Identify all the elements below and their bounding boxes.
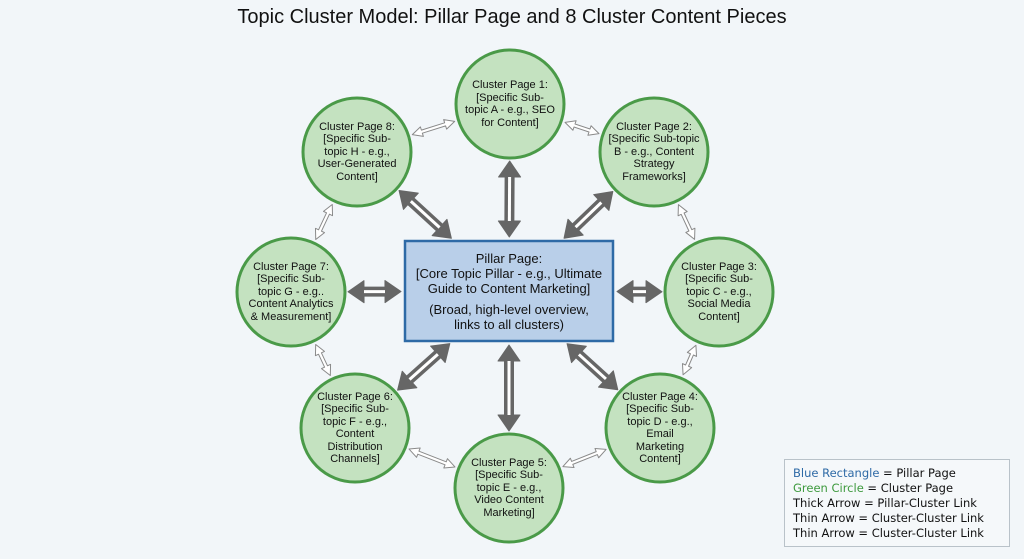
cluster-page-circle-3 [663,236,775,348]
pillar-note-line: (Broad, high-level overview, [429,301,589,317]
legend-key: Green Circle [793,481,864,495]
cluster-label-line: Social Media [687,298,751,311]
cluster-link-arrow-7-8 [314,203,334,241]
legend-value: = Pillar-Cluster Link [860,496,977,510]
pillar-label-line: Pillar Page: [475,250,543,266]
cluster-label-line: topic C - e.g., [686,285,752,298]
cluster-label-line: Cluster Page 6: [317,390,393,403]
cluster-page-label-8: Cluster Page 8:[Specific Sub-topic H - e… [305,102,409,202]
cluster-label-line: topic E - e.g., [476,481,542,494]
cluster-label-line: Cluster Page 8: [319,120,395,133]
pillar-link-arrow-8-inner [409,200,441,229]
cluster-label-line: topic A - e.g., SEO [465,104,555,116]
cluster-label-line: [Specific Sub-topic [608,133,700,146]
cluster-label-line: topic F - e.g., [322,415,388,428]
legend-value: = Cluster-Cluster Link [854,526,984,540]
legend-key: Thin Arrow [793,526,855,540]
legend-value: = Pillar Page [879,466,956,480]
pillar-page-label: Pillar Page:[Core Topic Pillar - e.g., U… [405,241,613,341]
cluster-label-line: Frameworks] [622,170,686,183]
cluster-label-line: topic G - e.g.. [257,285,325,298]
cluster-label-line: Marketing] [483,506,535,519]
cluster-label-line: Cluster Page 3: [681,260,757,273]
legend-item: Thin Arrow = Cluster-Cluster Link [793,511,1001,526]
cluster-link-arrow-6-7 [314,343,332,377]
cluster-link-arrow-4-5 [562,447,607,469]
cluster-page-circle-4 [604,372,716,484]
diagram-title: Topic Cluster Model: Pillar Page and 8 C… [237,6,787,28]
cluster-label-line: [Specific Sub- [475,469,543,482]
cluster-page-label-5: Cluster Page 5:[Specific Sub-topic E - e… [457,438,561,538]
cluster-page-circle-7 [235,236,347,348]
cluster-label-line: Content] [698,310,740,323]
cluster-link-arrow-5-6 [408,447,456,469]
cluster-label-line: Content Analytics [248,298,334,311]
cluster-label-line: Video Content [474,494,544,507]
legend-item: Thin Arrow = Cluster-Cluster Link [793,526,1001,541]
cluster-link-arrow-8-1 [411,119,456,137]
cluster-page-label-1: Cluster Page 1:[Specific Sub-topic A - e… [458,54,562,154]
cluster-label-line: Cluster Page 5: [471,456,547,469]
cluster-page-circle-8 [301,96,413,208]
links-layer [314,119,698,469]
cluster-label-line: topic D - e.g., [627,415,693,428]
legend-value: = Cluster-Cluster Link [854,511,984,525]
cluster-page-circle-5 [453,432,565,544]
legend-key: Blue Rectangle [793,466,880,480]
cluster-page-circle-2 [598,96,710,208]
cluster-label-line: Distribution [327,440,383,453]
cluster-label-line: Strategy [633,158,675,171]
cluster-label-line: B - e.g., Content [613,145,695,158]
cluster-page-label-3: Cluster Page 3:[Specific Sub-topic C - e… [667,242,771,342]
legend-value: = Cluster Page [863,481,954,495]
nodes-layer [235,48,775,544]
cluster-label-line: Email [646,428,674,440]
cluster-label-line: [Specific Sub- [626,403,694,415]
cluster-label-line: Content] [639,453,681,465]
cluster-label-line: Marketing [635,440,685,453]
cluster-label-line: & Measurement] [250,310,332,323]
cluster-label-line: Channels] [330,453,380,465]
cluster-link-arrow-1-2 [564,120,600,136]
pillar-note-line: links to all clusters) [454,316,564,332]
legend-item: Blue Rectangle = Pillar Page [793,466,1001,481]
legend-key: Thin Arrow [793,511,855,525]
cluster-label-line: [Specific Sub- [685,273,753,286]
cluster-label-line: Cluster Page 4: [622,390,698,403]
cluster-page-circle-1 [454,48,566,160]
cluster-page-label-6: Cluster Page 6:[Specific Sub-topic F - e… [303,378,407,478]
cluster-label-line: Content] [336,170,378,183]
cluster-label-line: for Content] [481,116,539,129]
cluster-label-line: [Specific Sub- [476,91,544,104]
pillar-page-box [403,239,615,343]
cluster-label-line: Cluster Page 7: [253,260,329,273]
pillar-link-arrow-6-inner [408,353,439,381]
cluster-label-line: User-Generated [317,158,397,171]
cluster-label-line: [Specific Sub- [323,133,391,146]
pillar-label-line: Guide to Content Marketing] [427,280,591,296]
cluster-page-label-4: Cluster Page 4:[Specific Sub-topic D - e… [608,378,712,478]
cluster-page-circle-6 [299,372,411,484]
cluster-label-line: Cluster Page 2: [616,120,692,133]
pillar-link-arrow-2-inner [574,201,603,229]
cluster-page-label-7: Cluster Page 7:[Specific Sub-topic G - e… [239,242,343,342]
cluster-label-line: [Specific Sub- [257,273,325,286]
legend-item: Thick Arrow = Pillar-Cluster Link [793,496,1001,511]
legend-key: Thick Arrow [793,496,861,510]
cluster-link-arrow-3-4 [681,344,698,376]
cluster-label-line: Cluster Page 1: [472,79,548,91]
cluster-label-line: [Specific Sub- [321,403,389,415]
cluster-link-arrow-2-3 [677,204,696,240]
cluster-label-line: topic H - e.g., [324,145,390,158]
pillar-label-line: [Core Topic Pillar - e.g., Ultimate [415,265,603,281]
pillar-link-arrow-4-inner [577,353,607,381]
cluster-label-line: Content [335,428,375,440]
legend-item: Green Circle = Cluster Page [793,481,1001,496]
